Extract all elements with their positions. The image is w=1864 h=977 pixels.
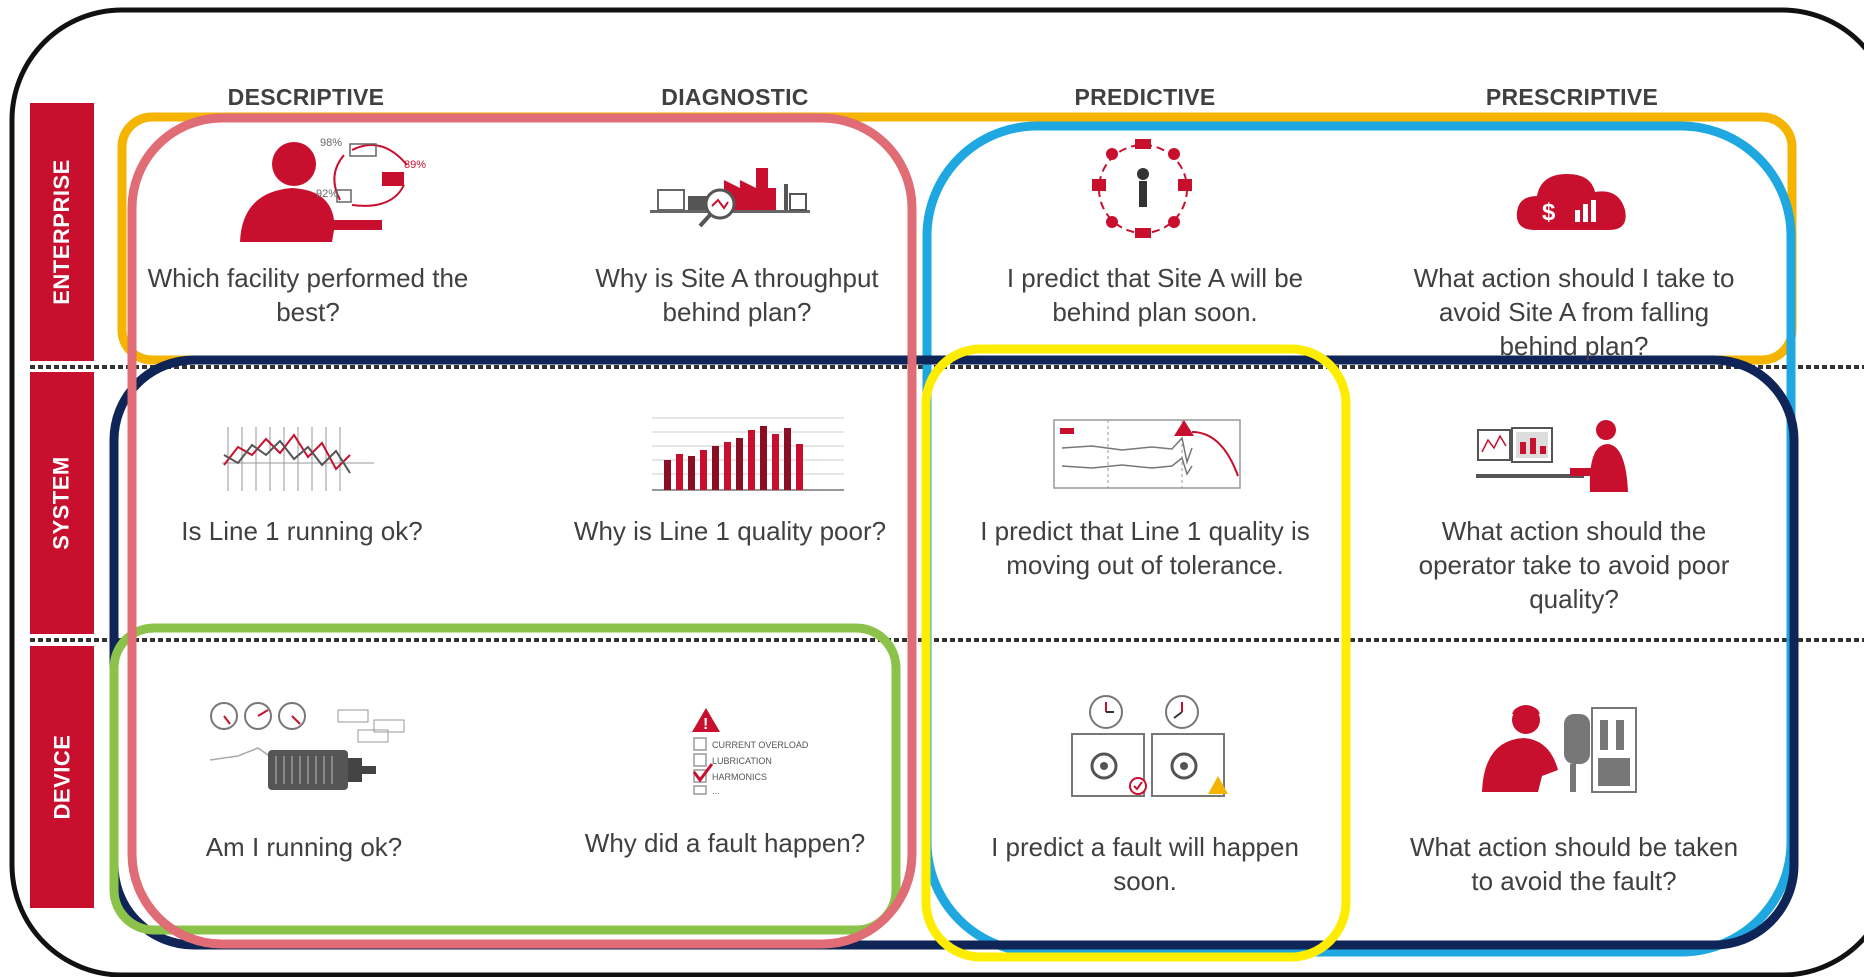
- motor-gauges-icon: [209, 702, 405, 790]
- operator-workstation-icon: [1476, 420, 1628, 492]
- checklist-item-1: CURRENT OVERLOAD: [712, 740, 809, 750]
- bar-glyph: [700, 450, 707, 490]
- row-label-enterprise-text: ENTERPRISE: [49, 159, 74, 305]
- cell-device-diagnostic: Why did a fault happen?: [584, 828, 866, 858]
- bar-chart-icon: [652, 417, 844, 491]
- bar-glyph: [796, 444, 803, 490]
- predictive-focus-outline: [921, 344, 1351, 962]
- row-label-enterprise: ENTERPRISE: [30, 103, 94, 361]
- pct-98-label: 98%: [320, 137, 342, 149]
- column-header-prescriptive: PRESCRIPTIVE: [1485, 84, 1659, 110]
- descriptive-diagnostic-group-outline: [127, 113, 917, 949]
- row-label-device-text: DEVICE: [49, 734, 75, 820]
- cell-system-diagnostic: Why is Line 1 quality poor?: [573, 516, 887, 546]
- cell-device-descriptive: Am I running ok?: [205, 832, 403, 862]
- pct-89-label: 89%: [404, 159, 426, 171]
- bar-glyph: [664, 460, 671, 490]
- pct-92-label: 92%: [316, 188, 338, 200]
- row-label-device: DEVICE: [30, 646, 94, 908]
- cloud-cost-icon: $: [1516, 174, 1626, 230]
- checklist-item-3: HARMONICS: [712, 772, 767, 782]
- outer-border: [9, 7, 1864, 977]
- bar-glyph: [688, 456, 695, 490]
- facility-performance-icon: 98% 92% 89%: [240, 137, 426, 242]
- cell-enterprise-prescriptive: What action should I take to avoid Site …: [1413, 263, 1735, 361]
- device-descriptive-diagnostic-outline: [109, 623, 901, 935]
- cell-enterprise-predictive: I predict that Site A will be behind pla…: [1006, 263, 1304, 327]
- column-header-predictive: PREDICTIVE: [1074, 84, 1216, 110]
- svg-text:$: $: [1542, 199, 1556, 226]
- cell-enterprise-descriptive: Which facility performed the best?: [147, 263, 469, 327]
- row-label-system: SYSTEM: [30, 372, 94, 634]
- bar-glyph: [784, 428, 791, 490]
- pump-timer-icon: [1071, 695, 1228, 797]
- svg-text:!: !: [703, 716, 708, 733]
- cell-system-predictive: I predict that Line 1 quality is moving …: [980, 516, 1310, 580]
- trend-alert-icon: [1053, 419, 1241, 489]
- bar-glyph: [748, 430, 755, 490]
- row-label-system-text: SYSTEM: [49, 456, 74, 550]
- bar-glyph: [772, 434, 779, 490]
- checklist-item-4: ...: [712, 786, 720, 796]
- bar-glyph: [760, 426, 767, 490]
- cell-system-descriptive: Is Line 1 running ok?: [181, 516, 423, 546]
- cell-enterprise-diagnostic: Why is Site A throughput behind plan?: [595, 263, 879, 327]
- technician-machine-icon: [1482, 705, 1637, 793]
- cell-device-predictive: I predict a fault will happen soon.: [991, 832, 1299, 896]
- checklist-item-2: LUBRICATION: [712, 756, 772, 766]
- bar-glyph: [724, 442, 731, 490]
- cell-device-prescriptive: What action should be taken to avoid the…: [1409, 832, 1739, 896]
- bar-glyph: [736, 438, 743, 490]
- fault-checklist-icon: ! CURRENT OVERLOAD LUBRICATION HARMONICS…: [692, 708, 809, 796]
- bar-glyph: [712, 446, 719, 490]
- column-header-diagnostic: DIAGNOSTIC: [661, 84, 809, 110]
- supply-chain-cycle-icon: [1092, 139, 1192, 238]
- bar-glyph: [676, 454, 683, 490]
- line-chart-icon: [222, 427, 374, 491]
- cell-system-prescriptive: What action should the operator take to …: [1418, 516, 1730, 614]
- column-header-descriptive: DESCRIPTIVE: [227, 84, 385, 110]
- factory-magnifier-icon: [650, 168, 810, 228]
